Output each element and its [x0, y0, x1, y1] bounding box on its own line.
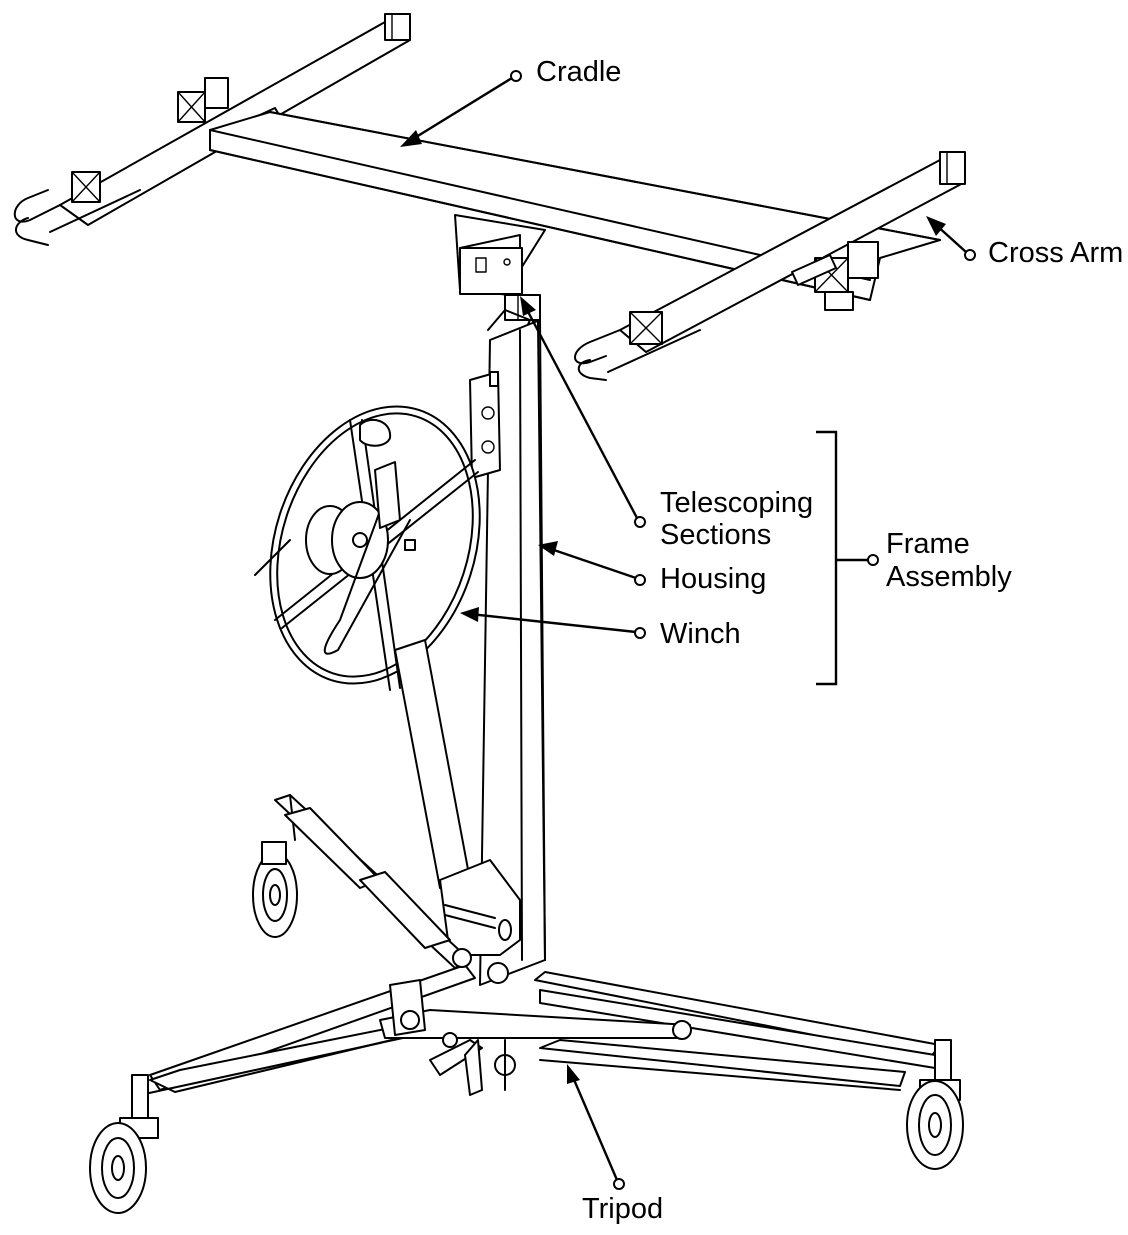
- cradle-arrowhead: [400, 130, 422, 147]
- cross-arm-label: Cross Arm: [988, 237, 1123, 269]
- cradle-mount-block: [454, 214, 546, 297]
- housing-leader-line: [547, 546, 637, 580]
- housing-arrowhead: [538, 541, 558, 556]
- frame-assembly-label-line1: Frame: [886, 528, 970, 560]
- telescoping-arrowhead: [520, 296, 536, 316]
- telescoping-callout-dot: [634, 516, 646, 528]
- winch-leader-line: [469, 612, 637, 634]
- frame-assembly-bracket: [816, 430, 838, 686]
- housing-callout-dot: [634, 574, 646, 586]
- winch-callout-dot: [634, 627, 646, 639]
- cradle-assembly: [13, 13, 966, 381]
- frame-assembly-label-line2: Assembly: [886, 561, 1012, 593]
- labels: Cradle Cross Arm Telescoping Sections Ho…: [536, 56, 1123, 1225]
- cradle-callout-dot: [510, 70, 522, 82]
- tripod-callout-dot: [613, 1178, 625, 1190]
- telescoping-leader-line: [523, 305, 639, 519]
- frame-assembly-callout-dot: [867, 554, 879, 566]
- tripod-arrowhead: [567, 1064, 580, 1084]
- tripod-leader-line: [570, 1074, 619, 1181]
- cross-arm-arrowhead: [926, 216, 946, 236]
- housing-label: Housing: [660, 563, 766, 595]
- cradle-label: Cradle: [536, 56, 621, 88]
- telescoping-label-line1: Telescoping: [660, 487, 813, 519]
- cradle-leader-line: [407, 76, 513, 144]
- winch-label: Winch: [660, 618, 741, 650]
- callouts: [400, 70, 976, 1190]
- mast: [469, 294, 546, 986]
- cross-arm-callout-dot: [964, 249, 976, 261]
- telescoping-label-line2: Sections: [660, 519, 771, 551]
- winch-arrowhead: [460, 607, 479, 622]
- tripod: [89, 794, 964, 1214]
- tripod-label: Tripod: [582, 1193, 663, 1225]
- right-cross-arm: [574, 151, 966, 381]
- winch: [254, 405, 481, 889]
